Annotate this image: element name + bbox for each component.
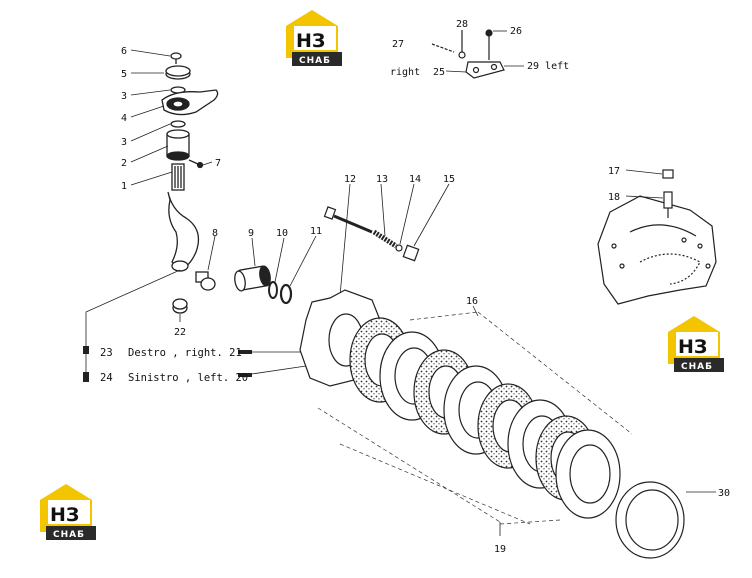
logo-watermark-bottom-left: НЗ СНАБ [40, 484, 96, 540]
logo-mark: НЗ [296, 30, 325, 52]
logo-watermark-top: НЗ СНАБ [286, 10, 342, 66]
legend-23: 23 [100, 347, 113, 359]
callout-7: 7 [215, 158, 221, 169]
callout-2: 2 [121, 158, 127, 169]
logo-mark: НЗ [50, 504, 79, 526]
callout-29-left: 29 left [527, 61, 569, 72]
callout-14: 14 [409, 174, 421, 185]
leader-lines-housing [625, 169, 664, 199]
callout-19: 19 [494, 544, 506, 555]
callout-6: 6 [121, 46, 127, 57]
callout-10: 10 [276, 228, 288, 239]
logo-watermark-right: НЗ СНАБ [668, 316, 724, 372]
steering-lever-assembly [161, 52, 219, 314]
logo-caption: СНАБ [299, 56, 331, 66]
legend-23-text: Destro , right. 21 [128, 347, 242, 359]
callout-13: 13 [376, 174, 388, 185]
callout-17: 17 [608, 166, 620, 177]
leader-lines-left [85, 49, 216, 378]
seal-ring [615, 481, 685, 559]
callout-4: 4 [121, 113, 127, 124]
clutch-disc-pack [299, 289, 685, 559]
callout-15: 15 [443, 174, 455, 185]
disc-8 [555, 429, 621, 519]
callout-8: 8 [212, 228, 218, 239]
callout-27: 27 [392, 39, 404, 50]
callout-28: 28 [456, 19, 468, 30]
axle-housing [597, 169, 717, 305]
callout-3-upper: 3 [121, 91, 127, 102]
callout-9: 9 [248, 228, 254, 239]
callout-5: 5 [121, 69, 127, 80]
callout-26: 26 [510, 26, 522, 37]
legend-24-text: Sinistro , left. 20 [128, 372, 248, 384]
callout-22: 22 [174, 327, 186, 338]
callout-16: 16 [466, 296, 478, 307]
legend-bars [83, 346, 307, 382]
leader-lines-top-right [445, 30, 524, 73]
bracket-assembly-top-right [431, 29, 505, 79]
callout-30: 30 [718, 488, 730, 499]
callout-12: 12 [344, 174, 356, 185]
dimension-lines [317, 311, 633, 525]
leader-lines-bolt [339, 183, 450, 297]
callout-1: 1 [121, 181, 127, 192]
logo-caption: СНАБ [681, 362, 713, 372]
callout-18: 18 [608, 192, 620, 203]
callout-25: 25 [433, 67, 445, 78]
piston-assembly [234, 265, 293, 305]
label-right: right [390, 67, 420, 78]
callout-11: 11 [310, 226, 322, 237]
callout-3-lower: 3 [121, 137, 127, 148]
leader-lines-discs [472, 305, 716, 536]
bolt-spring-assembly [323, 206, 420, 262]
logo-caption: СНАБ [53, 530, 85, 540]
callout-numbers: 6 5 3 4 3 2 1 7 8 22 9 10 11 12 13 14 15… [121, 19, 730, 555]
legend-24: 24 [100, 372, 113, 384]
legend: 23 Destro , right. 21 24 Sinistro , left… [100, 347, 248, 384]
logo-mark: НЗ [678, 336, 707, 358]
leader-lines-piston [251, 235, 317, 287]
